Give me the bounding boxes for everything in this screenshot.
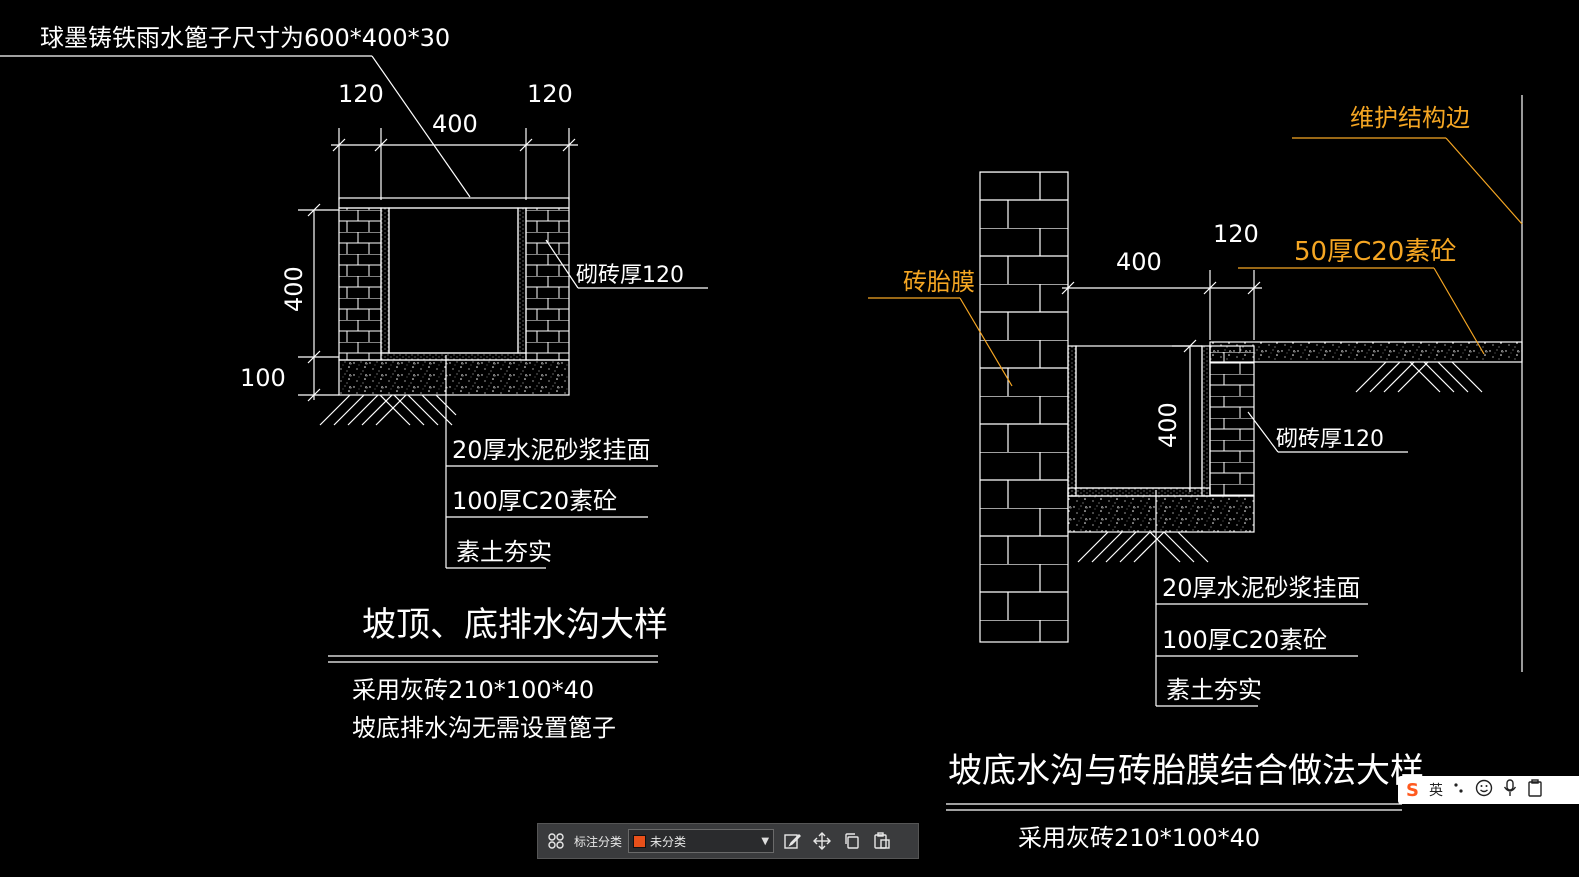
copy-icon[interactable] bbox=[840, 829, 864, 853]
right-channel-void bbox=[1075, 345, 1203, 489]
edit-icon[interactable] bbox=[780, 829, 804, 853]
layer-mortar: 20厚水泥砂浆挂面 bbox=[452, 436, 651, 464]
ime-logo-icon[interactable]: S bbox=[1406, 779, 1419, 801]
left-detail bbox=[0, 55, 708, 663]
right-soil-hatch bbox=[1077, 531, 1209, 563]
channel-void bbox=[388, 207, 519, 354]
layer-concrete: 100厚C20素砼 bbox=[452, 487, 617, 515]
dim-height: 400 bbox=[280, 266, 308, 312]
microphone-icon[interactable] bbox=[1503, 779, 1517, 801]
right-concrete-base bbox=[1067, 495, 1255, 533]
soil-hatch bbox=[319, 394, 457, 426]
right-dim-channel-width: 400 bbox=[1116, 248, 1162, 276]
left-brick-wall bbox=[338, 207, 382, 361]
right-brick-wall bbox=[525, 207, 570, 361]
right-layer-mortar: 20厚水泥砂浆挂面 bbox=[1162, 574, 1361, 602]
label-top-concrete: 50厚C20素砼 bbox=[1294, 237, 1456, 267]
annotation-toolbar: 标注分类 未分类 ▼ bbox=[537, 823, 919, 859]
dim-right-wall: 120 bbox=[527, 80, 573, 108]
left-detail-title: 坡顶、底排水沟大样 bbox=[362, 605, 668, 645]
concrete-base bbox=[338, 359, 570, 396]
clipboard-icon[interactable] bbox=[1527, 779, 1543, 801]
right-label-brick-thickness: 砌砖厚120 bbox=[1276, 427, 1384, 452]
right-layer-soil: 素土夯实 bbox=[1166, 676, 1262, 704]
right-note-1: 采用灰砖210*100*40 bbox=[1018, 824, 1260, 852]
dim-base: 100 bbox=[240, 364, 286, 392]
layer-soil: 素土夯实 bbox=[456, 538, 552, 566]
grid-icon[interactable] bbox=[544, 829, 568, 853]
brick-membrane-wall bbox=[979, 171, 1069, 643]
annotation-category-select[interactable]: 未分类 ▼ bbox=[628, 829, 775, 853]
category-select-value: 未分类 bbox=[650, 834, 687, 849]
label-brick-membrane: 砖胎膜 bbox=[903, 268, 975, 296]
ime-language-toggle[interactable]: 英 bbox=[1428, 783, 1443, 799]
right-detail-title: 坡底水沟与砖胎膜结合做法大样 bbox=[948, 751, 1424, 791]
dim-left-wall: 120 bbox=[338, 80, 384, 108]
grate-plate bbox=[338, 197, 570, 209]
right-dim-wall: 120 bbox=[1213, 220, 1259, 248]
left-note-2: 坡底排水沟无需设置篦子 bbox=[352, 714, 616, 742]
right-detail bbox=[946, 95, 1523, 811]
grate-note: 球墨铸铁雨水篦子尺寸为600*400*30 bbox=[40, 24, 450, 52]
right-brick-wall bbox=[1209, 345, 1255, 497]
annotation-leaders bbox=[868, 137, 1523, 387]
right-dim-height: 400 bbox=[1154, 402, 1182, 448]
emoji-icon[interactable] bbox=[1475, 779, 1493, 801]
label-retaining-edge: 维护结构边 bbox=[1350, 104, 1470, 132]
dim-channel-width: 400 bbox=[432, 110, 478, 138]
category-color-swatch bbox=[633, 834, 647, 848]
punctuation-icon[interactable] bbox=[1453, 781, 1465, 799]
annotation-category-label: 标注分类 bbox=[574, 834, 623, 849]
move-icon[interactable] bbox=[810, 829, 834, 853]
left-detail-text: 球墨铸铁雨水篦子尺寸为600*400*30 120 400 120 400 10… bbox=[40, 24, 684, 742]
top-soil-hatch bbox=[1355, 361, 1483, 393]
left-note-1: 采用灰砖210*100*40 bbox=[352, 676, 594, 704]
ime-toolbar: S 英 bbox=[1398, 776, 1579, 804]
grate-leader-diagonal bbox=[371, 55, 471, 198]
right-detail-text: 维护结构边 砖胎膜 120 400 50厚C20素砼 400 砌砖厚120 20… bbox=[903, 104, 1470, 852]
label-brick-thickness: 砌砖厚120 bbox=[576, 263, 684, 288]
chevron-down-icon: ▼ bbox=[761, 835, 770, 847]
paste-icon[interactable] bbox=[870, 829, 894, 853]
top-concrete-layer bbox=[1209, 341, 1523, 363]
right-layer-concrete: 100厚C20素砼 bbox=[1162, 626, 1327, 654]
